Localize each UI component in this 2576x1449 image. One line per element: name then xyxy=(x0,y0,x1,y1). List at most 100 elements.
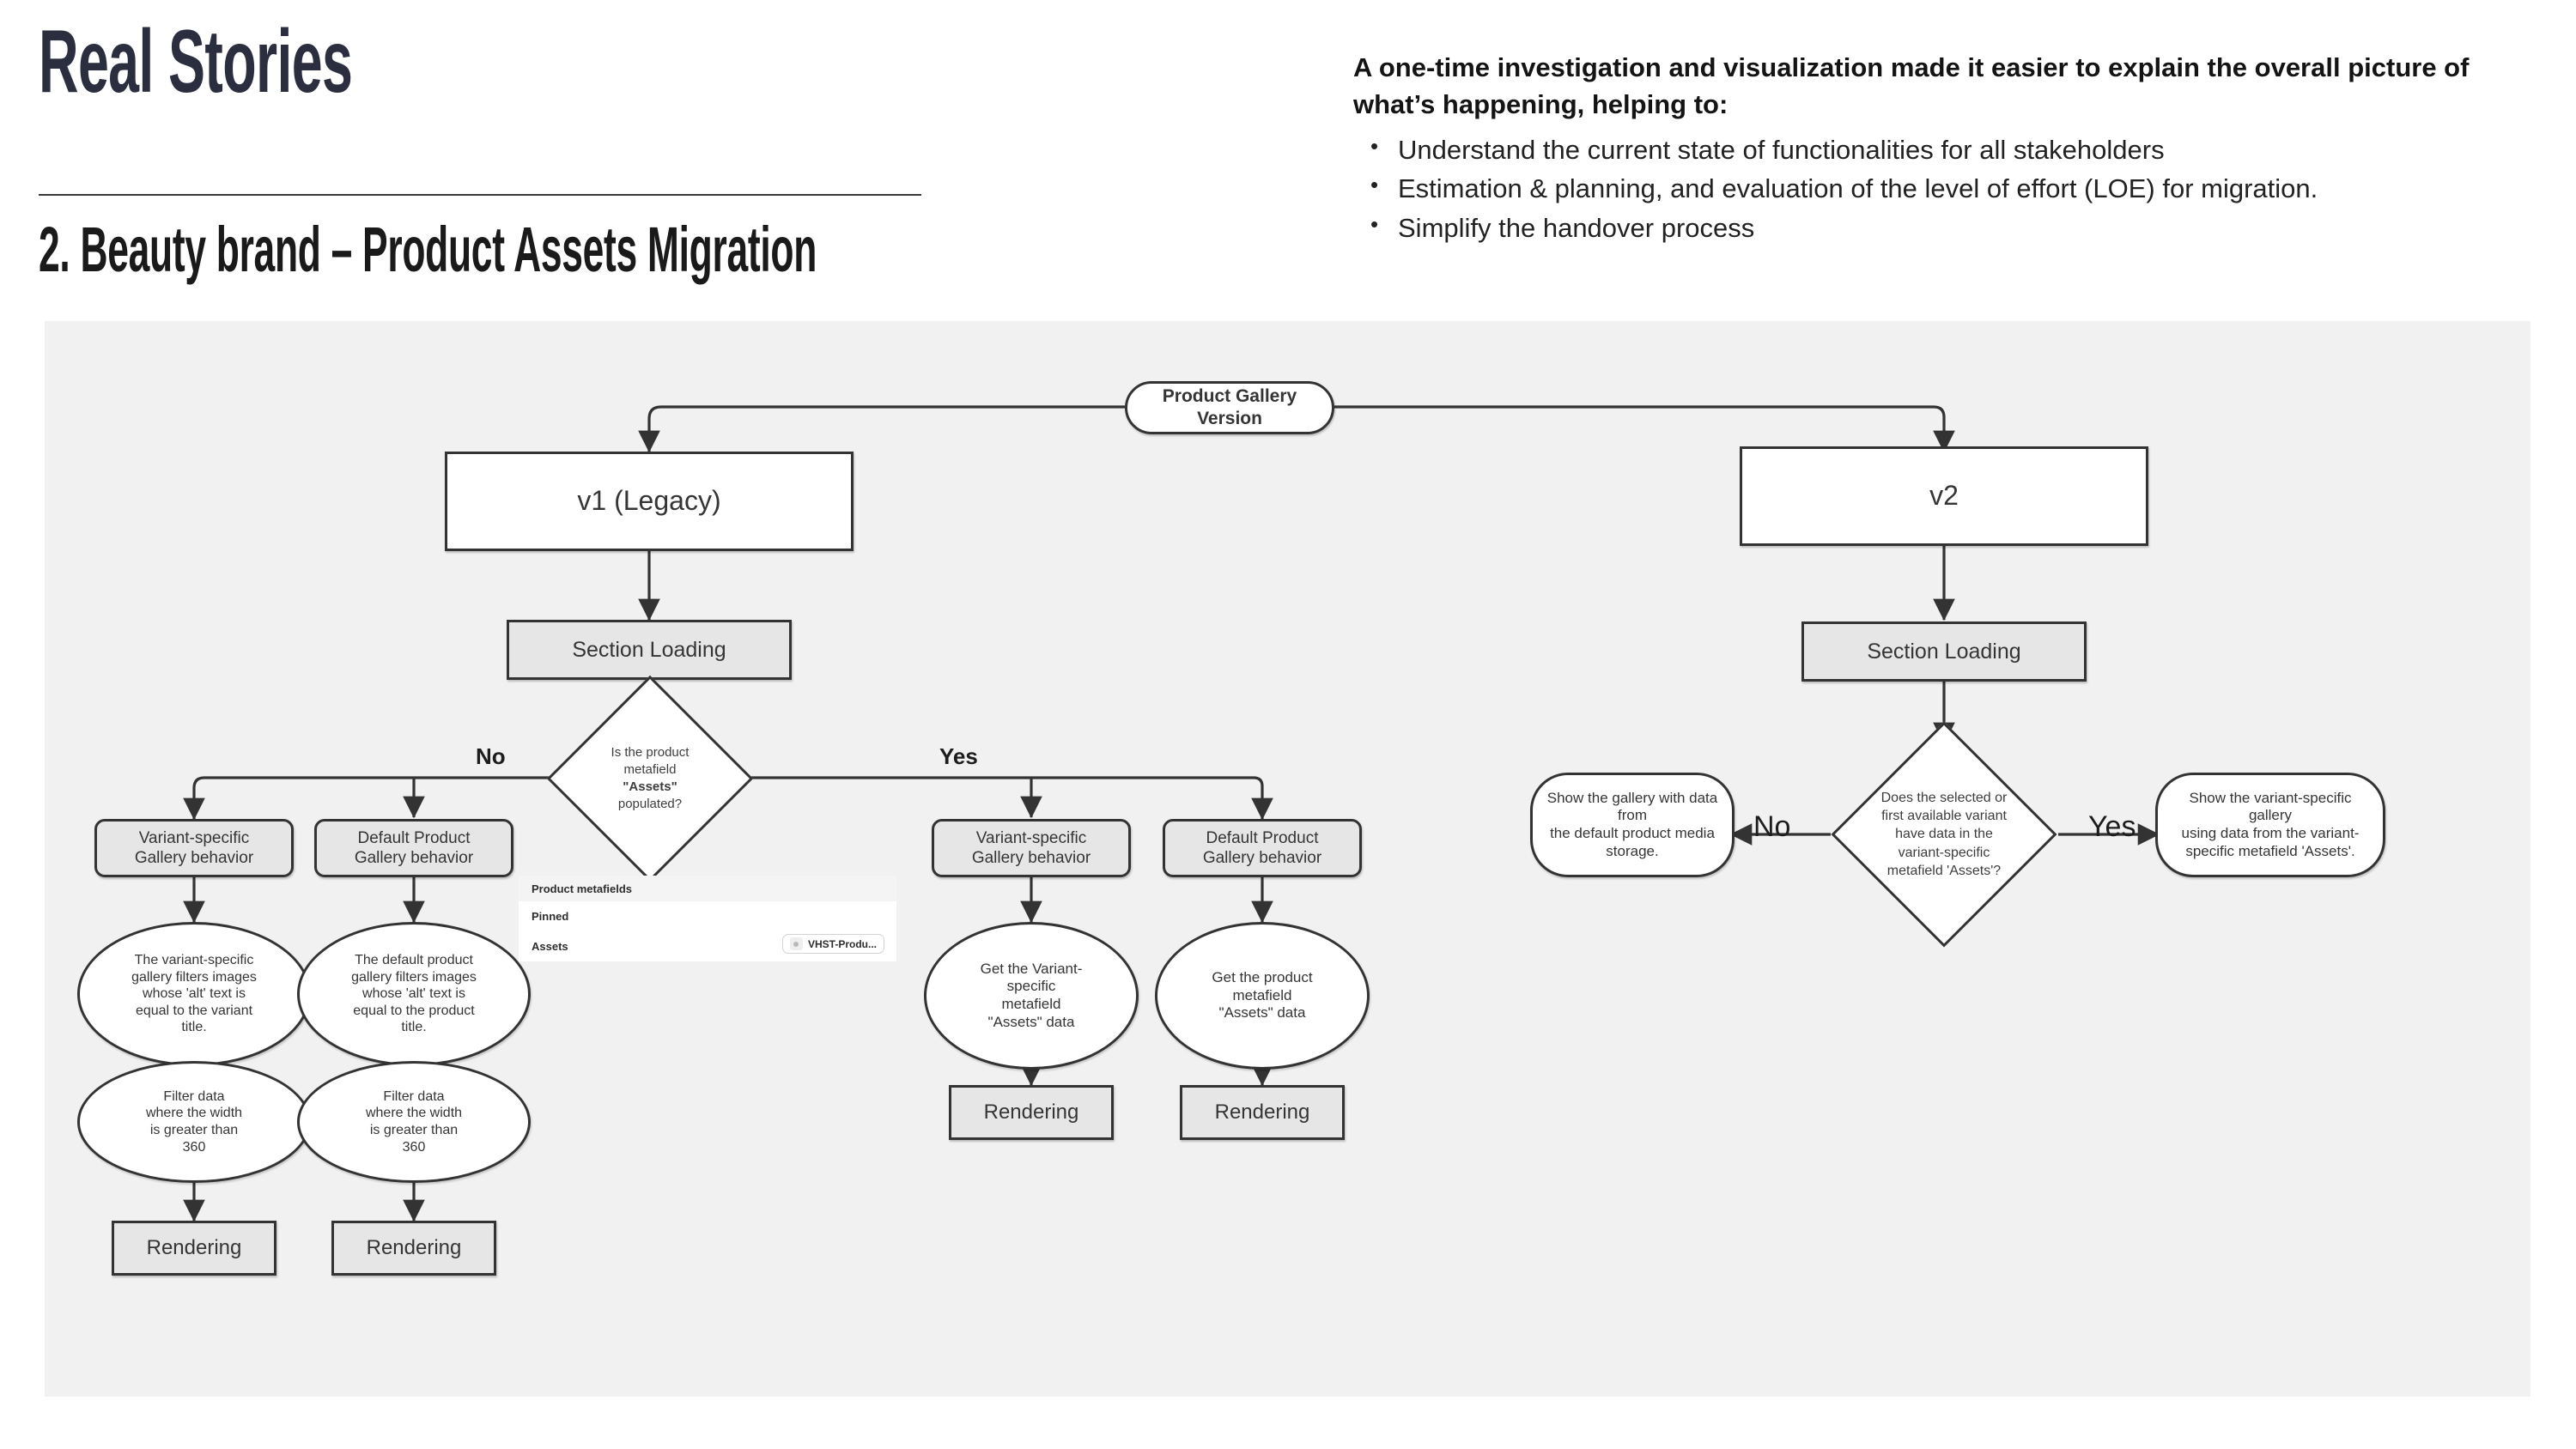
decision-line: variant-specific xyxy=(1898,845,1990,860)
node-label-line: equal to the variant xyxy=(135,1003,253,1018)
node-label-line: specific xyxy=(1006,978,1056,995)
node-label-line: 360 xyxy=(182,1139,206,1155)
node-v1-legacy[interactable]: v1 (Legacy) xyxy=(445,452,854,551)
node-label-line: whose 'alt' text is xyxy=(362,986,465,1002)
node-v1-no-variant-detail[interactable]: The variant-specific gallery filters ima… xyxy=(77,922,311,1066)
node-v2[interactable]: v2 xyxy=(1740,446,2148,546)
node-label: Rendering xyxy=(983,1100,1079,1125)
node-label-line: Default Product xyxy=(357,828,471,847)
decision-line: first available variant xyxy=(1881,809,2007,824)
decision-line: have data in the xyxy=(1895,827,1993,842)
product-metafields-screenshot: Product metafields Pinned Assets VHST-Pr… xyxy=(519,876,896,961)
intro-lead: A one-time investigation and visualizati… xyxy=(1353,52,2470,119)
node-label: Rendering xyxy=(146,1236,242,1260)
node-v1-yes-variant-behavior[interactable]: Variant-specific Gallery behavior xyxy=(932,819,1131,877)
node-label-line: Show the gallery with data from xyxy=(1546,789,1718,824)
node-label-line: the default product media xyxy=(1550,825,1715,841)
title-divider xyxy=(39,194,921,196)
edge-label-no-v1: No xyxy=(476,743,506,769)
page-subtitle: 2. Beauty brand – Product Assets Migrati… xyxy=(39,214,817,285)
inset-row: Assets xyxy=(532,940,568,953)
node-v1-no-default-filter[interactable]: Filter data where the width is greater t… xyxy=(297,1061,531,1183)
node-label-line: Get the product xyxy=(1212,968,1313,985)
list-item: Understand the current state of function… xyxy=(1353,130,2538,170)
list-item: Estimation & planning, and evaluation of… xyxy=(1353,168,2538,209)
flowchart-canvas: Product Gallery Version v1 (Legacy) Sect… xyxy=(45,321,2530,1397)
image-thumbnail-icon xyxy=(789,937,803,950)
node-label-line: equal to the product xyxy=(353,1003,475,1018)
node-label-line: Get the Variant- xyxy=(980,960,1083,977)
page-title: Real Stories xyxy=(39,12,353,112)
node-label-line: "Assets" data xyxy=(987,1013,1075,1030)
node-v1-no-default-detail[interactable]: The default product gallery filters imag… xyxy=(297,922,531,1066)
node-label: Product Gallery Version xyxy=(1162,386,1297,428)
node-label-line: Gallery behavior xyxy=(971,849,1091,867)
intro-block: A one-time investigation and visualizati… xyxy=(1353,50,2538,248)
node-label-line: Default Product xyxy=(1206,828,1319,847)
node-label-line: metafield xyxy=(1001,996,1061,1012)
node-v2-no-result[interactable]: Show the gallery with data from the defa… xyxy=(1530,773,1735,877)
node-label-line: specific metafield 'Assets'. xyxy=(2185,842,2355,859)
node-v1-yes-default-detail[interactable]: Get the product metafield "Assets" data xyxy=(1155,922,1370,1070)
node-label-line: Variant-specific xyxy=(975,828,1087,847)
node-label-line: storage. xyxy=(1606,842,1659,859)
node-v2-yes-result[interactable]: Show the variant-specific gallery using … xyxy=(2155,773,2385,877)
inset-title: Product metafields xyxy=(519,876,896,901)
node-label-line: is greater than xyxy=(369,1123,459,1137)
node-label: v1 (Legacy) xyxy=(577,485,721,517)
intro-bullet-list: Understand the current state of function… xyxy=(1353,130,2538,249)
inset-pill-label: VHST-Produ... xyxy=(807,937,877,950)
node-v1-yes-default-rendering[interactable]: Rendering xyxy=(1180,1085,1345,1140)
node-product-gallery-version[interactable]: Product Gallery Version xyxy=(1125,381,1334,434)
node-label-line: Variant-specific xyxy=(138,828,250,847)
node-label-line: where the width xyxy=(145,1106,243,1121)
decision-line: metafield xyxy=(623,762,677,778)
node-v1-no-default-rendering[interactable]: Rendering xyxy=(331,1221,496,1276)
edge-label-yes-v1: Yes xyxy=(939,743,978,769)
node-label-line: The variant-specific xyxy=(134,953,254,968)
node-label: Rendering xyxy=(366,1236,462,1260)
list-item: Simplify the handover process xyxy=(1353,208,2538,248)
node-label-line: Gallery behavior xyxy=(1202,849,1322,867)
decision-line: "Assets" xyxy=(623,779,677,794)
node-v1-no-variant-rendering[interactable]: Rendering xyxy=(112,1221,276,1276)
node-v2-section-loading[interactable]: Section Loading xyxy=(1801,621,2087,682)
inset-body: Pinned Assets VHST-Produ... xyxy=(519,901,896,961)
decision-line: Is the product xyxy=(611,745,690,761)
node-v1-yes-variant-detail[interactable]: Get the Variant- specific metafield "Ass… xyxy=(924,922,1139,1070)
node-label-line: 360 xyxy=(402,1139,426,1155)
inset-row: Pinned xyxy=(532,910,569,923)
edge-label-yes-v2: Yes xyxy=(2088,810,2136,843)
node-label-line: gallery filters images xyxy=(131,969,257,985)
decision-line: metafield 'Assets'? xyxy=(1886,863,2002,878)
node-label-line: The default product xyxy=(355,953,473,968)
node-v1-no-variant-behavior[interactable]: Variant-specific Gallery behavior xyxy=(94,819,294,877)
inset-asset-pill[interactable]: VHST-Produ... xyxy=(781,934,884,954)
node-v1-section-loading[interactable]: Section Loading xyxy=(507,620,792,680)
node-v1-yes-default-behavior[interactable]: Default Product Gallery behavior xyxy=(1163,819,1362,877)
decision-line: populated? xyxy=(617,796,683,811)
node-label: v2 xyxy=(1929,480,1959,512)
node-v1-decision[interactable]: Is the product metafield "Assets" popula… xyxy=(546,675,754,882)
node-label: Section Loading xyxy=(1867,639,2021,664)
node-label-line: using data from the variant- xyxy=(2181,825,2360,841)
node-label-line: is greater than xyxy=(149,1123,239,1137)
node-v1-no-default-behavior[interactable]: Default Product Gallery behavior xyxy=(314,819,513,877)
decision-line: Does the selected or xyxy=(1880,790,2008,805)
node-label-line: metafield xyxy=(1232,986,1292,1003)
node-label-line: gallery filters images xyxy=(351,969,477,985)
node-label: Rendering xyxy=(1214,1100,1310,1125)
node-label-line: title. xyxy=(401,1020,427,1035)
node-label-line: title. xyxy=(181,1020,207,1035)
node-label: Section Loading xyxy=(572,637,726,662)
node-v1-yes-variant-rendering[interactable]: Rendering xyxy=(949,1085,1114,1140)
node-label-line: "Assets" data xyxy=(1218,1004,1306,1022)
edge-label-no-v2: No xyxy=(1753,810,1791,843)
node-label-line: Filter data xyxy=(163,1088,225,1104)
node-v1-no-variant-filter[interactable]: Filter data where the width is greater t… xyxy=(77,1061,311,1183)
node-label-line: whose 'alt' text is xyxy=(143,986,246,1002)
node-label-line: Gallery behavior xyxy=(354,849,474,867)
node-label-line: Filter data xyxy=(383,1088,445,1104)
node-v2-decision[interactable]: Does the selected or first available var… xyxy=(1831,721,2057,948)
